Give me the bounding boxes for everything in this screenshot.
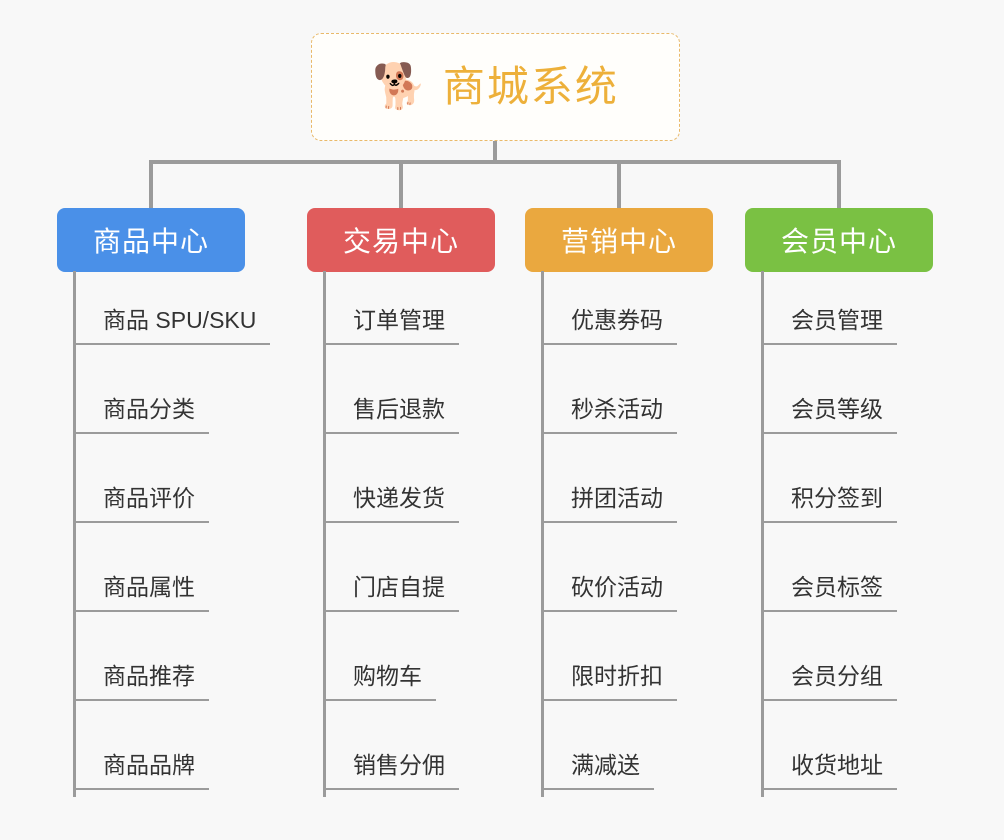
leaf-item[interactable]: 会员分组 [761, 661, 897, 701]
branch-drop-line-3 [837, 162, 841, 208]
category-header-product-center[interactable]: 商品中心 [57, 208, 245, 272]
leaf-item[interactable]: 优惠券码 [541, 305, 677, 345]
leaf-item-label: 售后退款 [323, 394, 459, 434]
leaf-item-label: 购物车 [323, 661, 436, 701]
leaf-item-label: 砍价活动 [541, 572, 677, 612]
column-spine-trade-center [323, 271, 326, 797]
leaf-item[interactable]: 商品 SPU/SKU [73, 305, 271, 345]
leaf-item[interactable]: 商品评价 [73, 483, 209, 523]
leaf-item[interactable]: 门店自提 [323, 572, 459, 612]
leaf-item[interactable]: 会员管理 [761, 305, 897, 345]
leaf-item-label: 拼团活动 [541, 483, 677, 523]
leaf-item[interactable]: 商品推荐 [73, 661, 209, 701]
leaf-item[interactable]: 销售分佣 [323, 750, 459, 790]
leaf-item-label: 商品 SPU/SKU [73, 305, 271, 345]
leaf-item[interactable]: 商品品牌 [73, 750, 209, 790]
leaf-item-label: 订单管理 [323, 305, 459, 345]
branch-drop-line-2 [617, 162, 621, 208]
leaf-item-label: 商品推荐 [73, 661, 209, 701]
shiba-inu-icon: 🐕 [372, 61, 427, 112]
leaf-item[interactable]: 砍价活动 [541, 572, 677, 612]
distribution-bar [149, 160, 841, 164]
leaf-item-label: 快递发货 [323, 483, 459, 523]
leaf-item-label: 会员等级 [761, 394, 897, 434]
column-spine-marketing-center [541, 271, 544, 797]
leaf-item[interactable]: 商品分类 [73, 394, 209, 434]
root-node-content: 🐕 商城系统 [372, 65, 619, 109]
leaf-item[interactable]: 售后退款 [323, 394, 459, 434]
leaf-item[interactable]: 收货地址 [761, 750, 897, 790]
leaf-item-label: 优惠券码 [541, 305, 677, 345]
leaf-item-label: 商品属性 [73, 572, 209, 612]
leaf-item-label: 商品评价 [73, 483, 209, 523]
leaf-item[interactable]: 满减送 [541, 750, 654, 790]
leaf-item-label: 积分签到 [761, 483, 897, 523]
leaf-item-label: 销售分佣 [323, 750, 459, 790]
column-spine-product-center [73, 271, 76, 797]
leaf-item-label: 会员分组 [761, 661, 897, 701]
leaf-item[interactable]: 限时折扣 [541, 661, 677, 701]
leaf-item[interactable]: 秒杀活动 [541, 394, 677, 434]
category-header-member-center[interactable]: 会员中心 [745, 208, 933, 272]
leaf-item[interactable]: 积分签到 [761, 483, 897, 523]
root-stem-line [493, 141, 497, 164]
leaf-item[interactable]: 购物车 [323, 661, 436, 701]
leaf-item-label: 门店自提 [323, 572, 459, 612]
leaf-item-label: 商品分类 [73, 394, 209, 434]
leaf-item-label: 满减送 [541, 750, 654, 790]
leaf-item[interactable]: 拼团活动 [541, 483, 677, 523]
leaf-item[interactable]: 商品属性 [73, 572, 209, 612]
category-header-trade-center[interactable]: 交易中心 [307, 208, 495, 272]
leaf-item-label: 会员标签 [761, 572, 897, 612]
column-spine-member-center [761, 271, 764, 797]
leaf-item-label: 会员管理 [761, 305, 897, 345]
leaf-item-label: 限时折扣 [541, 661, 677, 701]
root-node-title: 商城系统 [442, 63, 619, 110]
branch-drop-line-1 [399, 162, 403, 208]
leaf-item[interactable]: 会员标签 [761, 572, 897, 612]
root-node-mall-system[interactable]: 🐕 商城系统 [311, 33, 680, 141]
leaf-item-label: 秒杀活动 [541, 394, 677, 434]
branch-drop-line-0 [149, 162, 153, 208]
leaf-item[interactable]: 快递发货 [323, 483, 459, 523]
leaf-item[interactable]: 订单管理 [323, 305, 459, 345]
leaf-item-label: 收货地址 [761, 750, 897, 790]
leaf-item[interactable]: 会员等级 [761, 394, 897, 434]
leaf-item-label: 商品品牌 [73, 750, 209, 790]
category-header-marketing-center[interactable]: 营销中心 [525, 208, 713, 272]
